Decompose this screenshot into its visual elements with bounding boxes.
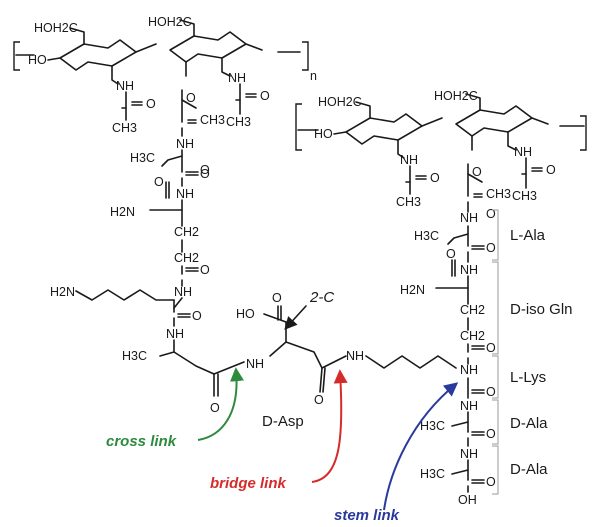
right-ring1-ch3: CH3 (396, 195, 421, 209)
left-gln-co: O (200, 263, 210, 277)
residue-label-d-iso-gln: D-iso Gln (510, 301, 573, 318)
left-gln-ch2a: CH2 (174, 225, 199, 239)
right-glycan-strand (295, 93, 587, 195)
residue-label-d-ala-1: D-Ala (510, 415, 548, 432)
left-ring2-ch3: CH3 (226, 115, 251, 129)
cross-link-arrow (197, 367, 244, 441)
cross-link-label: cross link (106, 433, 177, 450)
right-dala2-nh: NH (460, 447, 478, 461)
right-ala-co: O (486, 241, 496, 255)
right-ring2-o: O (546, 163, 556, 177)
left-lys-h2n: H2N (50, 285, 75, 299)
right-lactyl-ch3: CH3 (486, 187, 511, 201)
left-ring1 (59, 39, 137, 71)
left-gln-amide-o: O (154, 175, 164, 189)
left-ala-h3c: H3C (130, 151, 155, 165)
right-ring2-nh: NH (514, 145, 532, 159)
left-ring1-ch3: CH3 (112, 121, 137, 135)
left-dala-co: O (210, 401, 220, 415)
right-gln-h2n: H2N (400, 283, 425, 297)
bridge-2c-label: 2-C (309, 289, 334, 306)
right-dala2-oh: OH (458, 493, 477, 507)
left-lys-co: O (192, 309, 202, 323)
residue-labels: L-Ala D-iso Gln L-Lys D-Ala D-Ala (510, 227, 573, 478)
right-peptide-labels: O CH3 O NH H3C O NH O H2N CH2 CH2 O NH O… (400, 165, 511, 507)
left-lactyl-ch3: CH3 (200, 113, 225, 127)
left-ring2 (169, 31, 247, 63)
right-dala1-co: O (486, 427, 496, 441)
left-bracket-close (302, 41, 309, 71)
right-ring1-nh: NH (400, 153, 418, 167)
right-ring2-hoh2c: HOH2C (434, 89, 478, 103)
left-ring1-nh: NH (116, 79, 134, 93)
stem-link-arrow (383, 382, 459, 511)
left-ring1-ho: HO (28, 53, 47, 67)
right-peptide-stem (435, 163, 485, 493)
residue-label-l-lys: L-Lys (510, 369, 546, 386)
left-dala-nh: NH (166, 327, 184, 341)
bridge-amide-o: O (314, 393, 324, 407)
bridge-cooh-o: O (272, 291, 282, 305)
left-glycan-strand: n (13, 19, 317, 121)
right-lys-co: O (486, 385, 496, 399)
right-ring1-ho: HO (314, 127, 333, 141)
right-lactyl-co: O (486, 207, 496, 221)
right-gln-ch2a: CH2 (460, 303, 485, 317)
right-ring1-o: O (430, 171, 440, 185)
right-lactyl-o: O (472, 165, 482, 179)
right-bracket-open (295, 103, 302, 151)
bridge-link-label: bridge link (210, 475, 287, 492)
stem-link-label: stem link (334, 507, 400, 524)
residue-brackets (492, 209, 499, 495)
right-ala-nh: NH (460, 211, 478, 225)
left-ring2-o: O (260, 89, 270, 103)
right-ring1-hoh2c: HOH2C (318, 95, 362, 109)
two-c-arrow (284, 305, 307, 330)
left-ring1-hoh2c: HOH2C (34, 21, 78, 35)
left-ala-nh: NH (176, 137, 194, 151)
right-gln-co: O (486, 341, 496, 355)
bridge-lys-link-nh: NH (346, 349, 364, 363)
right-dala2-co: O (486, 475, 496, 489)
left-ring2-nh: NH (228, 71, 246, 85)
right-gln-nh: NH (460, 263, 478, 277)
left-dala-h3c: H3C (122, 349, 147, 363)
bridge-cooh-ho: HO (236, 307, 255, 321)
right-ring1 (345, 113, 423, 145)
residue-label-d-ala-2: D-Ala (510, 461, 548, 478)
right-ala-h3c: H3C (414, 229, 439, 243)
left-lys-nh: NH (174, 285, 192, 299)
right-gln-ch2b: CH2 (460, 329, 485, 343)
right-dala1-h3c: H3C (420, 419, 445, 433)
left-lactyl-co: O (200, 163, 210, 177)
right-gln-amide-o: O (446, 247, 456, 261)
left-repeat-n: n (310, 69, 317, 83)
left-gln-ch2b: CH2 (174, 251, 199, 265)
right-glycan-labels: HOH2C HO NH O CH3 HOH2C NH O CH3 (314, 89, 556, 209)
bridge-link-arrow (311, 369, 348, 483)
left-ring2-hoh2c: HOH2C (148, 15, 192, 29)
right-ring2 (455, 105, 533, 137)
left-peptide-stem (75, 89, 245, 397)
left-bracket-open (13, 41, 20, 71)
bridge-d-asp-label: D-Asp (262, 413, 304, 430)
right-dala1-nh: NH (460, 399, 478, 413)
left-gln-nh: NH (176, 187, 194, 201)
right-bracket-close (580, 115, 587, 151)
left-ring1-o: O (146, 97, 156, 111)
bridge-d-asp (263, 305, 457, 393)
left-ala-co: O (200, 167, 210, 181)
residue-label-l-ala: L-Ala (510, 227, 546, 244)
left-peptide-labels: O CH3 O NH H3C O NH O H2N CH2 CH2 O NH H… (50, 91, 225, 415)
bridge-nh: NH (246, 357, 264, 371)
link-arrows: cross link bridge link stem link (106, 367, 459, 524)
right-lys-nh: NH (460, 363, 478, 377)
right-ring2-ch3: CH3 (512, 189, 537, 203)
left-lactyl-o: O (186, 91, 196, 105)
right-dala2-h3c: H3C (420, 467, 445, 481)
left-glycan-labels: HOH2C HO NH O CH3 HOH2C NH O CH3 (28, 15, 270, 135)
left-gln-h2n: H2N (110, 205, 135, 219)
bridge-labels: NH O HO 2-C O NH D-Asp (236, 289, 364, 430)
